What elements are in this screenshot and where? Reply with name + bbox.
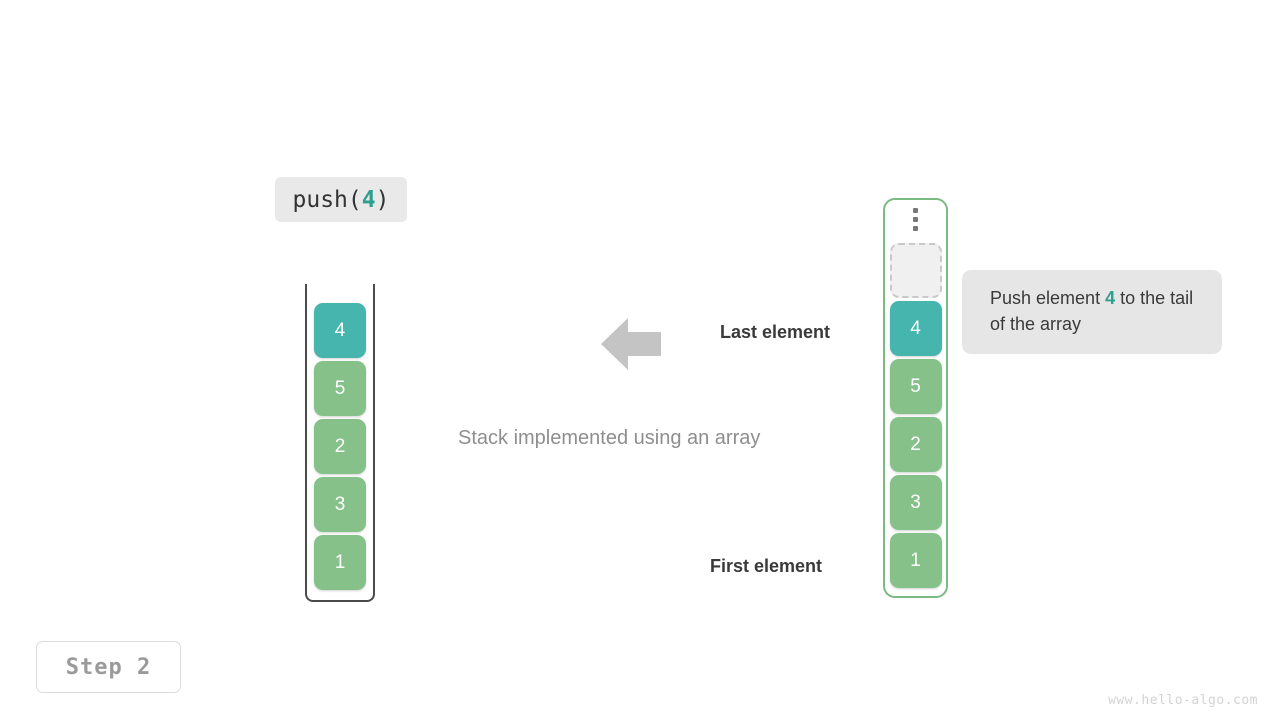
- callout-text-after: to the tail of the array: [990, 288, 1194, 334]
- step-badge: Step 2: [36, 641, 181, 693]
- stack-cell: 4: [314, 303, 366, 358]
- array-cell-empty: [889, 243, 942, 298]
- annotation-callout: Push element 4 to the tail of the array: [962, 270, 1222, 354]
- callout-accent-value: 4: [1105, 288, 1116, 308]
- diagram-caption: Stack implemented using an array: [458, 427, 761, 449]
- ellipsis-dot: [913, 208, 918, 213]
- array-panel: 4 5 2 3 1: [883, 198, 948, 598]
- stack-panel: 4 5 2 3 1: [305, 284, 375, 602]
- first-element-label: First element: [710, 556, 823, 576]
- array-item-list: 4 5 2 3 1: [883, 198, 948, 588]
- stack-cell: 5: [314, 361, 366, 416]
- callout-text-before: Push element: [990, 288, 1106, 308]
- stack-cell: 1: [314, 535, 366, 590]
- array-cell: 5: [889, 359, 942, 414]
- ellipsis-dot: [913, 226, 918, 231]
- ellipsis-dot: [913, 217, 918, 222]
- array-cell: 4: [889, 301, 942, 356]
- array-cell: 2: [889, 417, 942, 472]
- operation-label: push(4): [275, 177, 407, 222]
- array-cell: 1: [889, 533, 942, 588]
- stack-cell: 2: [314, 419, 366, 474]
- last-element-label: Last element: [720, 322, 831, 342]
- operation-prefix: push(: [292, 186, 362, 213]
- left-arrow-icon: [601, 318, 661, 370]
- stack-cell: 3: [314, 477, 366, 532]
- vertical-ellipsis-icon: [883, 208, 948, 231]
- array-cell: 3: [889, 475, 942, 530]
- stack-item-list: 4 5 2 3 1: [305, 284, 375, 590]
- operation-suffix: ): [375, 186, 390, 213]
- operation-value: 4: [361, 186, 376, 213]
- watermark: www.hello-algo.com: [1108, 693, 1258, 708]
